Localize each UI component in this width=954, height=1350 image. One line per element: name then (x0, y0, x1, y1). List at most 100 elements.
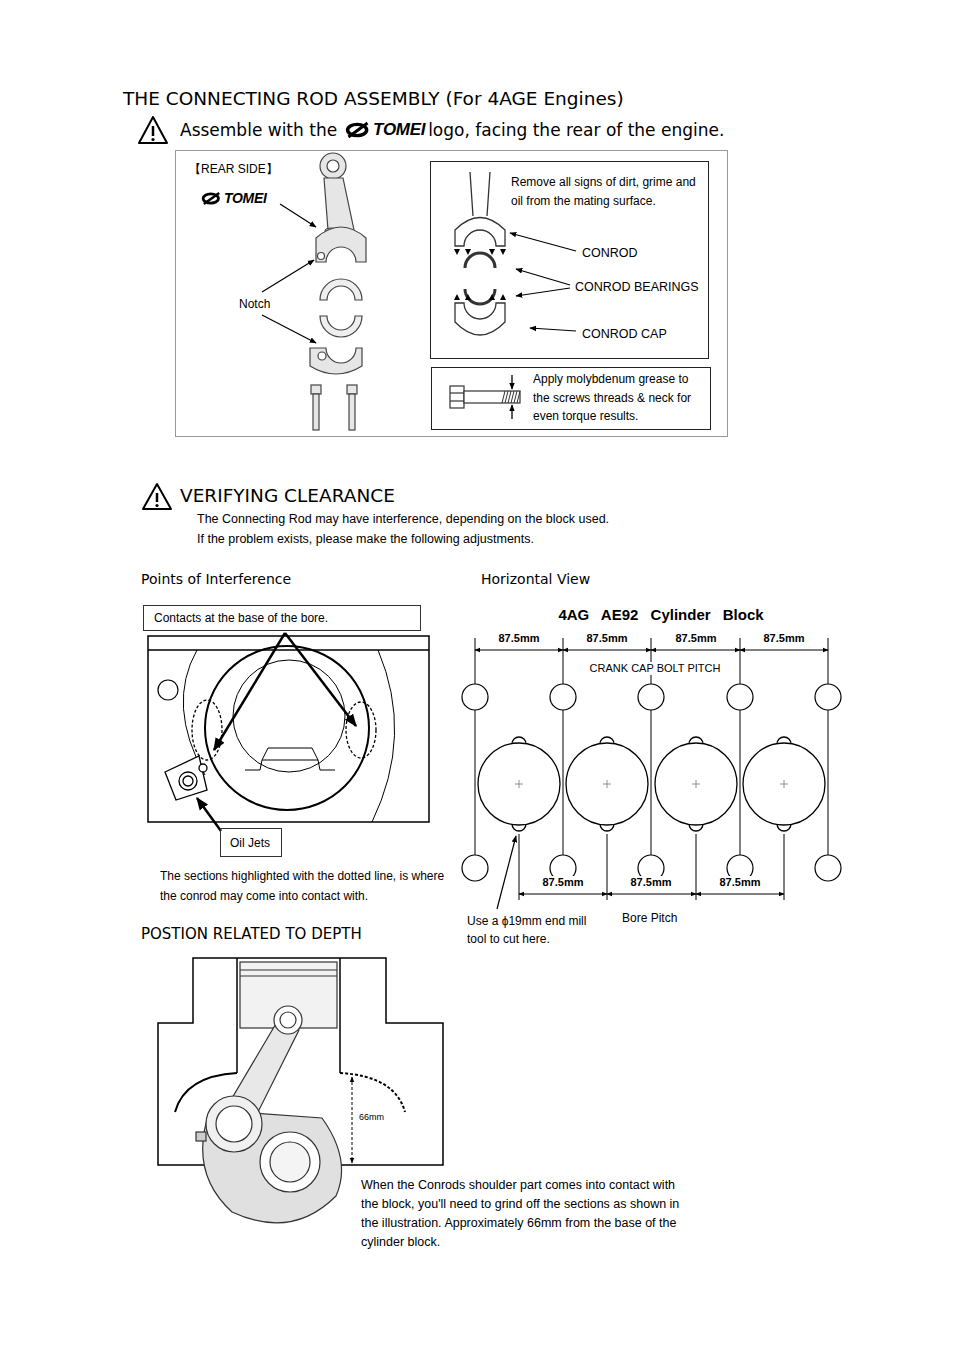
pointer-arrow (197, 633, 356, 831)
part-label: CONROD BEARINGS (575, 280, 699, 295)
conrod-illustration (310, 348, 362, 374)
interference-zone (192, 700, 222, 760)
conrod-detail (455, 172, 505, 335)
conrod-illustration (320, 316, 362, 337)
thread-hatch (517, 391, 520, 403)
cylinder-block-view (148, 649, 429, 651)
conrod-illustration (311, 385, 321, 394)
callout-text: Contacts at the base of the bore. (154, 611, 328, 625)
brand-logo: TOMEI (201, 190, 267, 206)
logo-mark (204, 192, 219, 203)
mating-surface-arrow (465, 249, 471, 255)
mating-surface-arrow (454, 249, 460, 255)
block-plan (784, 834, 785, 900)
piston-conrod (240, 975, 337, 976)
brand-logo: TOMEI (373, 120, 425, 140)
dimension-label: 87.5mm (674, 632, 719, 645)
mating-surface-arrow (489, 249, 495, 255)
leader-line (510, 233, 576, 331)
block-plan (607, 834, 608, 900)
block-plan (563, 650, 651, 651)
conrod-detail (455, 303, 505, 335)
dimension-note: CRANK CAP BOLT PITCH (588, 662, 723, 675)
note-text: When the Conrods shoulder part comes int… (361, 1176, 681, 1252)
logo-mark (349, 123, 368, 137)
interference-zone (192, 700, 376, 760)
subheading: Points of Interference (141, 571, 291, 588)
leader-line (497, 836, 516, 909)
conrod-illustration (310, 153, 366, 430)
block-plan (727, 684, 753, 710)
thread-hatch (502, 391, 505, 403)
conrod-illustration (318, 352, 326, 360)
dimension-label: 87.5mm (629, 876, 674, 889)
instruction-line: Assemble with theTOMEIlogo, facing the r… (180, 120, 724, 140)
interference-zone (346, 702, 376, 758)
leader-line (516, 269, 570, 285)
cylinder-block-view (183, 650, 205, 775)
callout-text: Oil Jets (230, 836, 270, 850)
warning-icon (139, 117, 167, 143)
dimension-label: 87.5mm (541, 876, 586, 889)
block-plan (475, 710, 476, 855)
instruction-text: Assemble with the (180, 120, 337, 140)
bolt-detail (450, 386, 520, 408)
block-section (339, 958, 341, 1073)
dimension-label: 87.5mm (718, 876, 763, 889)
block-plan (519, 894, 607, 895)
piston-conrod (274, 1006, 302, 1034)
panel-heading: 【REAR SIDE】 (189, 162, 278, 176)
piston-conrod (196, 1132, 206, 1141)
bolt-detail (450, 386, 464, 408)
piston-conrod (280, 1012, 296, 1028)
block-plan (462, 684, 488, 710)
oil-jet (183, 776, 193, 786)
dimension-label: 87.5mm (585, 632, 630, 645)
mating-surface-arrow (489, 294, 495, 300)
block-plan (515, 780, 788, 788)
warning-icon (152, 126, 155, 136)
conrod-illustration (316, 227, 366, 262)
grease-arrow (511, 375, 512, 389)
conrod-illustration (347, 385, 357, 394)
pointer-arrow (285, 633, 356, 726)
piston-conrod (206, 1096, 262, 1152)
piston-conrod (240, 969, 337, 970)
oil-jet (199, 764, 207, 772)
cylinder-block-view (245, 760, 335, 770)
brand-logo: TOMEI (224, 190, 267, 206)
block-plan (696, 894, 784, 895)
cylinder-block-view (262, 748, 318, 760)
conrod-illustration (313, 394, 319, 430)
depth-dimension (352, 1077, 353, 1163)
thread-hatch (514, 391, 517, 403)
subheading: Horizontal View (481, 571, 590, 588)
leader-line (510, 233, 576, 251)
instruction-box: Apply molybdenum grease to the screws th… (431, 367, 711, 430)
oil-jet (179, 772, 197, 790)
block-plan (651, 710, 652, 855)
leader-line (516, 288, 570, 296)
block-plan (696, 834, 697, 900)
warning-icon (156, 493, 159, 502)
warning-icon (143, 484, 171, 509)
dimension-label: 66mm (357, 1112, 386, 1123)
block-plan (638, 684, 664, 710)
block-plan (462, 855, 488, 881)
cylinder-block-view (233, 660, 345, 772)
cylinder-block-view (148, 636, 429, 822)
block-plan (462, 638, 841, 900)
block-section (340, 1073, 405, 1112)
figure-title: 4AG AE92 Cylinder Block (558, 606, 763, 624)
block-plan (743, 743, 825, 825)
block-plan (740, 650, 828, 651)
block-plan (475, 650, 563, 651)
callout-note: Use a ϕ19mm end mill tool to cut here. (467, 912, 607, 948)
leader-line (280, 204, 316, 227)
oil-jet (165, 756, 207, 800)
note-text: If the problem exists, please make the f… (197, 532, 534, 547)
conrod-detail (470, 172, 490, 216)
depth-dimension (352, 1077, 353, 1163)
cylinder-block-view (205, 646, 369, 810)
piston-conrod (240, 962, 337, 1028)
